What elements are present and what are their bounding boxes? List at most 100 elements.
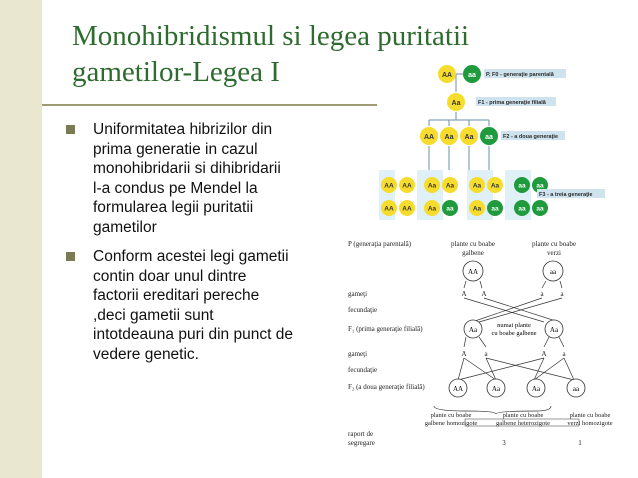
genotype-label: aa — [518, 183, 526, 190]
genotype-circle — [438, 65, 456, 83]
genotype-label: aa — [536, 206, 544, 213]
row-label-p: P (generaţia parentală) — [348, 240, 412, 248]
title-line-1: Monohibridismul si legea puritatii — [72, 20, 470, 52]
genotype-circle — [447, 93, 465, 111]
genotype-circle — [442, 200, 458, 216]
genotype-label: aa — [518, 206, 526, 213]
bullet-item-2: Conform acestei legi gametii contin doar… — [66, 247, 336, 364]
gamete-label: A — [481, 290, 486, 298]
bullet-1-line: monohibridarii si dihibridarii — [93, 160, 281, 177]
genotype-label: AA — [442, 72, 452, 79]
generation-label: F2 - a doua generaţie — [503, 134, 558, 140]
row-label-fecundatie: fecundaţie — [348, 306, 377, 314]
bullet-2-line: ,deci gametii sunt — [93, 306, 214, 324]
genotype-label: aa — [468, 72, 476, 79]
f2-caption: galbene heterozigote — [496, 420, 550, 427]
genotype-label: AA — [402, 206, 412, 213]
slide-sidebar-band — [0, 0, 42, 478]
row-label-raport: segregare — [348, 439, 375, 447]
f2-caption: plante cu boabe — [570, 412, 611, 419]
gamete-label: A — [461, 350, 466, 358]
ratio-value: 1 — [578, 439, 582, 447]
genotype-circle — [381, 200, 397, 216]
bullet-1-line: l-a condus pe Mendel la — [93, 179, 258, 197]
row-label-raport: raport de — [348, 430, 373, 438]
genotype-label: aa — [485, 134, 493, 141]
square-bullet-icon — [66, 252, 75, 261]
genotype-circle — [399, 200, 415, 216]
parent-circles: AA aa — [462, 260, 564, 282]
parent-caption: verzi — [547, 249, 561, 257]
bullet-2-line: factorii ereditari pereche — [93, 287, 260, 304]
genotype-label: Aa — [469, 326, 478, 334]
genotype-label: Aa — [532, 385, 541, 393]
genotype-label: AA — [402, 183, 412, 190]
title-line-2: gametilor-Legea I — [72, 56, 280, 88]
row-label-gameti: gameţi — [348, 290, 367, 298]
parent-caption: plante cu boabe — [532, 240, 576, 248]
genotype-label: AA — [384, 183, 394, 190]
bullet-2-line: Conform acestei legi gametii — [93, 248, 289, 265]
genotype-label: AA — [424, 134, 434, 141]
gamete-label: a — [562, 350, 566, 358]
f2-captions: plante cu boabe galbene homozigote plant… — [425, 412, 613, 427]
f2-circles: AA Aa Aa aa — [448, 378, 586, 398]
row-label-fecundatie: fecundaţie — [348, 366, 377, 374]
bullet-1-line: prima generatie in cazul — [93, 140, 258, 158]
genotype-label: AA — [453, 385, 463, 393]
genotype-label: Aa — [465, 134, 474, 141]
gamete-label: a — [540, 290, 544, 298]
genotype-label: Aa — [452, 100, 461, 107]
segregation-ratio: 3 1 — [502, 439, 582, 447]
parent-caption: plante cu boabe — [451, 240, 495, 248]
generation-label: F3 - a treia generaţie — [539, 192, 593, 198]
parent-caption: galbene — [462, 249, 484, 257]
f2-caption: verzi homozigote — [567, 420, 612, 427]
genotype-circle — [469, 177, 485, 193]
inheritance-tree-diagram: AA aa P, F0 - generaţie parentală Aa F1 … — [377, 62, 617, 226]
genotype-circle — [442, 177, 458, 193]
f1-caption: cu boabe galbene — [491, 330, 536, 337]
bullet-2-line: contin doar unul dintre — [93, 267, 247, 285]
row-label-gameti: gameţi — [348, 350, 367, 358]
genotype-circle — [381, 177, 397, 193]
genotype-label: aa — [491, 206, 499, 213]
genotype-label: aa — [446, 206, 454, 213]
genotype-circle — [487, 177, 503, 193]
genotype-circle — [463, 65, 481, 83]
gamete-label: a — [484, 350, 488, 358]
genotype-label: Aa — [491, 183, 500, 190]
genotype-circle — [469, 200, 485, 216]
f2-caption: plante cu boabe — [503, 412, 544, 419]
f1-generation: Aa F1 - prima generaţie filială — [447, 93, 556, 111]
genotype-label: AA — [384, 206, 394, 213]
gametes-row-2: A a A a — [461, 350, 566, 358]
genotype-label: aa — [536, 183, 544, 190]
monohybrid-cross-diagram: P (generaţia parentală) gameţi fecundaţi… — [348, 240, 613, 447]
ratio-value: 3 — [502, 439, 506, 447]
genotype-circle — [514, 200, 530, 216]
genotype-label: Aa — [446, 183, 455, 190]
generation-label: P, F0 - generaţie parentală — [486, 72, 555, 78]
genotype-circle — [487, 200, 503, 216]
bullet-2-line: vedere genetic. — [93, 345, 199, 363]
genotype-label: Aa — [473, 183, 482, 190]
genotype-circle — [532, 200, 548, 216]
f2-caption: plante cu boabe — [431, 412, 472, 419]
f1-caption: numai plante — [497, 322, 531, 329]
parent-generation: AA aa P, F0 - generaţie parentală — [438, 65, 566, 83]
bullet-list: Uniformitatea hibrizilor din prima gener… — [66, 120, 336, 374]
genotype-circle — [424, 177, 440, 193]
genotype-circle — [542, 260, 564, 282]
generation-label: F1 - prima generaţie filială — [478, 100, 547, 106]
genotype-label: Aa — [473, 206, 482, 213]
genotype-label: aa — [550, 268, 557, 276]
bullet-1-line: formularea legii puritatii — [93, 199, 254, 216]
genotype-label: Aa — [428, 206, 437, 213]
f2-generation: AA Aa Aa aa F2 - a doua generaţie — [420, 127, 565, 145]
title-divider — [42, 104, 390, 106]
genotype-label: Aa — [492, 385, 501, 393]
f1-circles: Aa Aa numai plante cu boabe galbene — [463, 319, 564, 339]
genotype-circle — [424, 200, 440, 216]
